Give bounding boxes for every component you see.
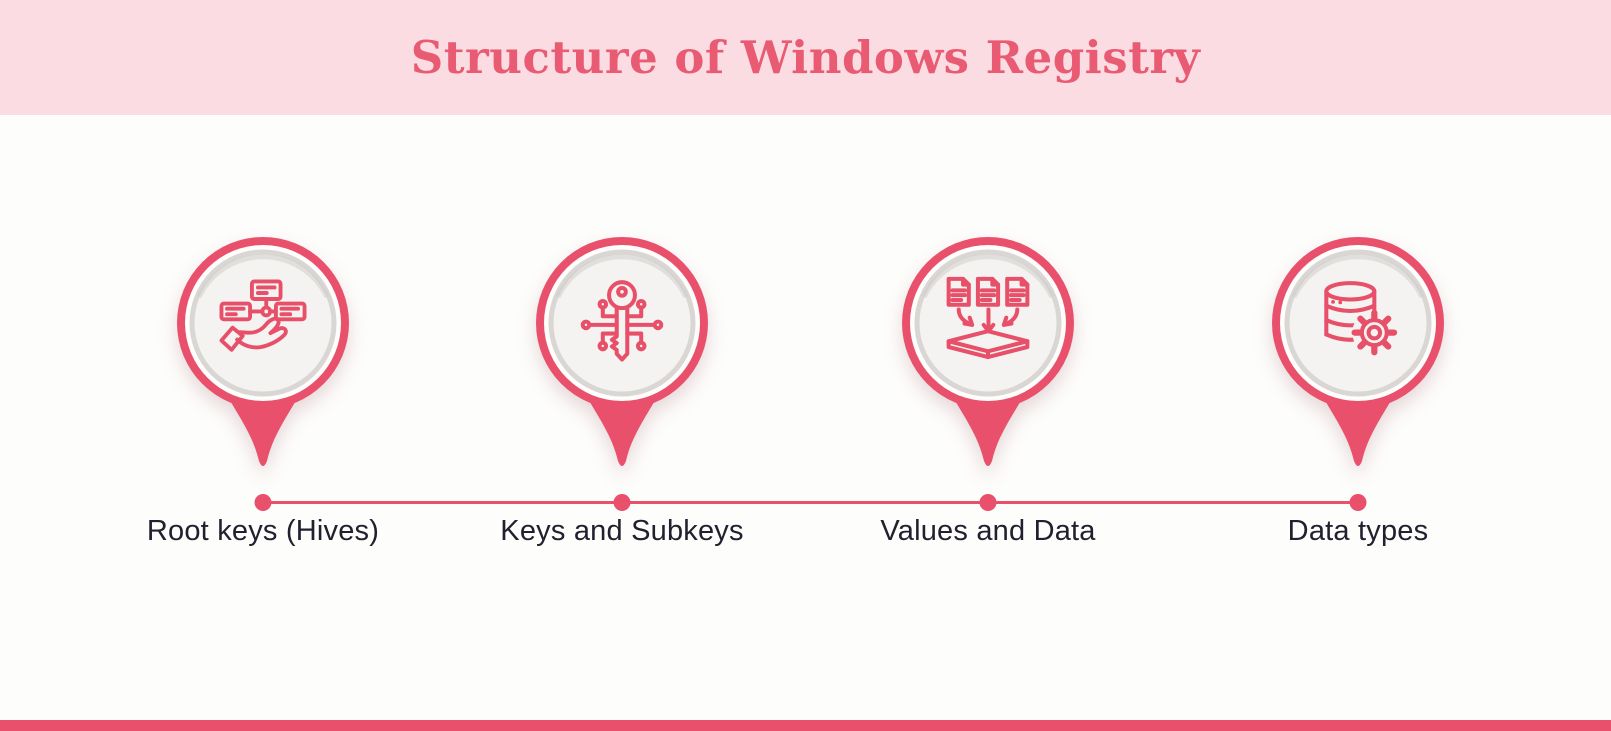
- station-root-keys: [143, 237, 383, 473]
- map-pin-marker: [536, 237, 708, 473]
- map-pin-marker: [1272, 237, 1444, 473]
- station-label-root-keys: Root keys (Hives): [146, 515, 380, 547]
- database-gear-icon: [1324, 281, 1398, 356]
- bottom-accent-stripe: [0, 720, 1611, 731]
- header-band: Structure of Windows Registry: [0, 0, 1611, 115]
- key-circuit-icon: [580, 280, 664, 362]
- station-values-data: [868, 237, 1108, 473]
- map-pin-marker: [177, 237, 349, 473]
- timeline-dot: [1349, 494, 1367, 511]
- timeline-connector-line: [263, 501, 1358, 504]
- pin-shape: [177, 237, 349, 466]
- documents-into-box-icon: [946, 276, 1030, 360]
- page-title: Structure of Windows Registry: [410, 31, 1201, 84]
- hand-holding-hierarchy-icon: [219, 279, 307, 352]
- timeline-dot: [613, 494, 631, 511]
- station-data-types: [1238, 237, 1478, 473]
- timeline-dot: [254, 494, 272, 511]
- map-pin-marker: [902, 237, 1074, 473]
- pin-shape: [536, 237, 708, 466]
- station-label-keys-subkeys: Keys and Subkeys: [500, 515, 744, 547]
- timeline-dot: [979, 494, 997, 511]
- station-label-values-data: Values and Data: [880, 515, 1096, 547]
- station-keys-subkeys: [502, 237, 742, 473]
- station-label-data-types: Data types: [1287, 515, 1429, 547]
